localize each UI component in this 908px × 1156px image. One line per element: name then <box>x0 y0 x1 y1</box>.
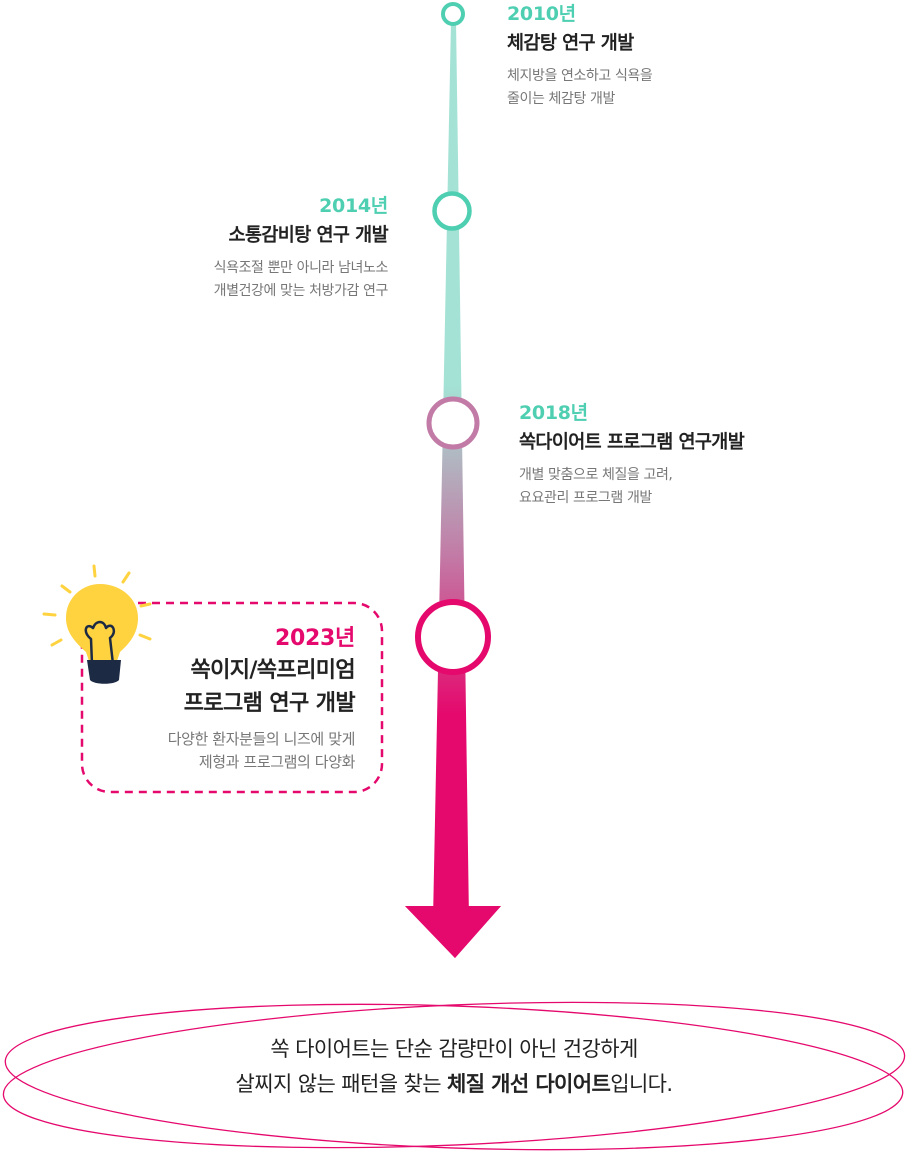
summary-text: 쏙 다이어트는 단순 감량만이 아닌 건강하게 살찌지 않는 패턴을 찾는 체질… <box>120 1032 788 1102</box>
entry-title: 소통감비탕 연구 개발 <box>228 225 389 246</box>
entry-desc-line: 제형과 프로그램의 다양화 <box>198 753 356 771</box>
entry-desc-line: 식욕조절 뿐만 아니라 남녀노소 <box>213 260 389 276</box>
entry-title: 쏙다이어트 프로그램 연구개발 <box>519 432 745 453</box>
timeline-entry-2023: 2023년 쏙이지/쏙프리미엄 프로그램 연구 개발 다양한 환자분들의 니즈에… <box>167 624 356 774</box>
milestone-marker-2023 <box>415 599 491 675</box>
summary-line: 살찌지 않는 패턴을 찾는 체질 개선 다이어트입니다. <box>120 1067 788 1102</box>
timeline-entry-2018: 2018년 쏙다이어트 프로그램 연구개발 개별 맞춤으로 체질을 고려, 요요… <box>519 400 745 510</box>
lightbulb-icon <box>42 564 152 684</box>
highlight-box <box>80 601 384 794</box>
entry-year: 2010년 <box>507 3 576 25</box>
entry-year: 2018년 <box>519 402 588 424</box>
arrow-down-icon <box>405 906 501 958</box>
entry-desc-line: 요요관리 프로그램 개발 <box>519 490 652 506</box>
entry-title: 체감탕 연구 개발 <box>507 33 634 54</box>
entry-desc-line: 개별건강에 맞는 처방가감 연구 <box>213 283 389 299</box>
summary-emphasis: 체질 개선 다이어트 <box>447 1072 611 1096</box>
summary-line: 쏙 다이어트는 단순 감량만이 아닌 건강하게 <box>270 1037 638 1061</box>
entry-title-line: 프로그램 연구 개발 <box>183 691 356 716</box>
entry-desc-line: 체지방을 연소하고 식욕을 <box>507 68 653 84</box>
entry-desc-line: 줄이는 체감탕 개발 <box>507 91 615 107</box>
entry-title: 쏙이지/쏙프리미엄 프로그램 연구 개발 <box>168 654 356 720</box>
milestone-marker-2010 <box>441 2 465 26</box>
timeline-entry-2010: 2010년 체감탕 연구 개발 체지방을 연소하고 식욕을 줄이는 체감탕 개발 <box>507 1 653 111</box>
entry-year: 2023년 <box>275 626 355 651</box>
entry-desc-line: 개별 맞춤으로 체질을 고려, <box>519 467 673 483</box>
entry-desc-line: 다양한 환자분들의 니즈에 맞게 <box>167 730 356 748</box>
timeline-entry-2014: 2014년 소통감비탕 연구 개발 식욕조절 뿐만 아니라 남녀노소 개별건강에… <box>213 193 389 303</box>
entry-year: 2014년 <box>319 195 388 217</box>
summary-ellipse <box>2 1001 906 1151</box>
milestone-marker-2018 <box>426 396 480 450</box>
timeline-line <box>405 20 501 958</box>
summary-text-end: 입니다. <box>610 1072 673 1096</box>
entry-title-line: 쏙이지/쏙프리미엄 <box>190 658 355 683</box>
milestone-marker-2014 <box>432 191 472 231</box>
summary-text-start: 살찌지 않는 패턴을 찾는 <box>235 1072 448 1096</box>
